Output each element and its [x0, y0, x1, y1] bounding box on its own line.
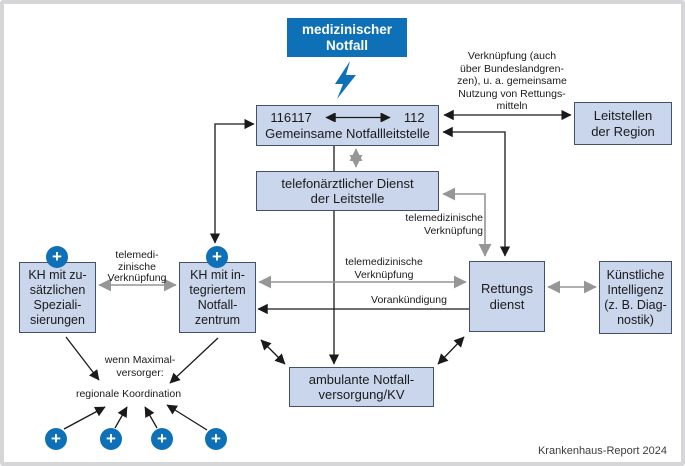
plus-icon: +: [100, 428, 122, 450]
label-linkage-note: Verknüpfung (auch über Bundeslandgren- z…: [457, 50, 567, 112]
node-medical-emergency: medizinischer Notfall: [287, 18, 407, 57]
edge-joint-rescue: [442, 126, 511, 257]
plus-icon: +: [45, 428, 67, 450]
label-telemedicine-link-left: telemedi- zinische Verknüpfung: [107, 249, 167, 284]
node-artificial-intelligence: Künstliche Intelligenz (z. B. Diag- nost…: [599, 261, 672, 334]
edge-joint-khemergency: [209, 118, 255, 244]
joint-center-label: Gemeinsame Notfallleitstelle: [265, 126, 430, 141]
edge-khemergency-coordination: [169, 337, 219, 384]
edge-plus2-coordination: [114, 406, 128, 429]
label-regional-coordination: regionale Koordination: [75, 388, 182, 400]
node-hospital-specializations: KH mit zu- sätzlichen Speziali- sierunge…: [19, 262, 96, 333]
node-regional-control-centers: Leitstellen der Region: [574, 102, 672, 145]
plus-icon: +: [206, 246, 228, 268]
edge-khspecial-coordination: [65, 336, 100, 381]
edge-plus1-coordination: [63, 406, 106, 430]
label-telemedicine-link-mid: telemedizinische Verknüpfung: [345, 256, 423, 281]
connector-lines: [63, 61, 597, 431]
lightning-bolt-icon: [335, 61, 356, 99]
node-hospital-integrated-emergency-center: KH mit in- tegriertem Notfall- zentrum: [179, 262, 256, 333]
node-joint-emergency-control-center: 116117 112 Gemeinsame Notfallleitstelle: [256, 105, 439, 146]
edge-plus3-coordination: [144, 406, 158, 429]
edge-teledoctor-rescue: [442, 187, 492, 257]
plus-icon: +: [46, 246, 68, 268]
node-telephone-doctor-service: telefonärztlicher Dienst der Leitstelle: [256, 171, 439, 211]
edge-plus4-coordination: [166, 404, 208, 431]
hotline-112: 112: [403, 109, 425, 125]
hotline-numbers-row: 116117 112: [270, 110, 424, 126]
node-outpatient-emergency-care: ambulante Notfall- versorgung/KV: [289, 367, 434, 407]
plus-icon: +: [205, 428, 227, 450]
edge-rescue-outpatient: [437, 336, 465, 365]
edge-khemergency-outpatient: [260, 339, 286, 365]
plus-icon: +: [151, 428, 173, 450]
source-credit: Krankenhaus-Report 2024: [537, 445, 667, 457]
label-advance-notice: Vorankündigung: [371, 294, 447, 306]
hotline-116117: 116117: [270, 109, 312, 125]
label-telemedicine-link-right: telemedizinische Verknüpfung: [405, 212, 483, 237]
label-max-provider: wenn Maximal- versorger:: [104, 354, 176, 379]
node-rescue-service: Rettungs dienst: [469, 261, 545, 332]
hotline-double-arrow-icon: [325, 112, 391, 122]
